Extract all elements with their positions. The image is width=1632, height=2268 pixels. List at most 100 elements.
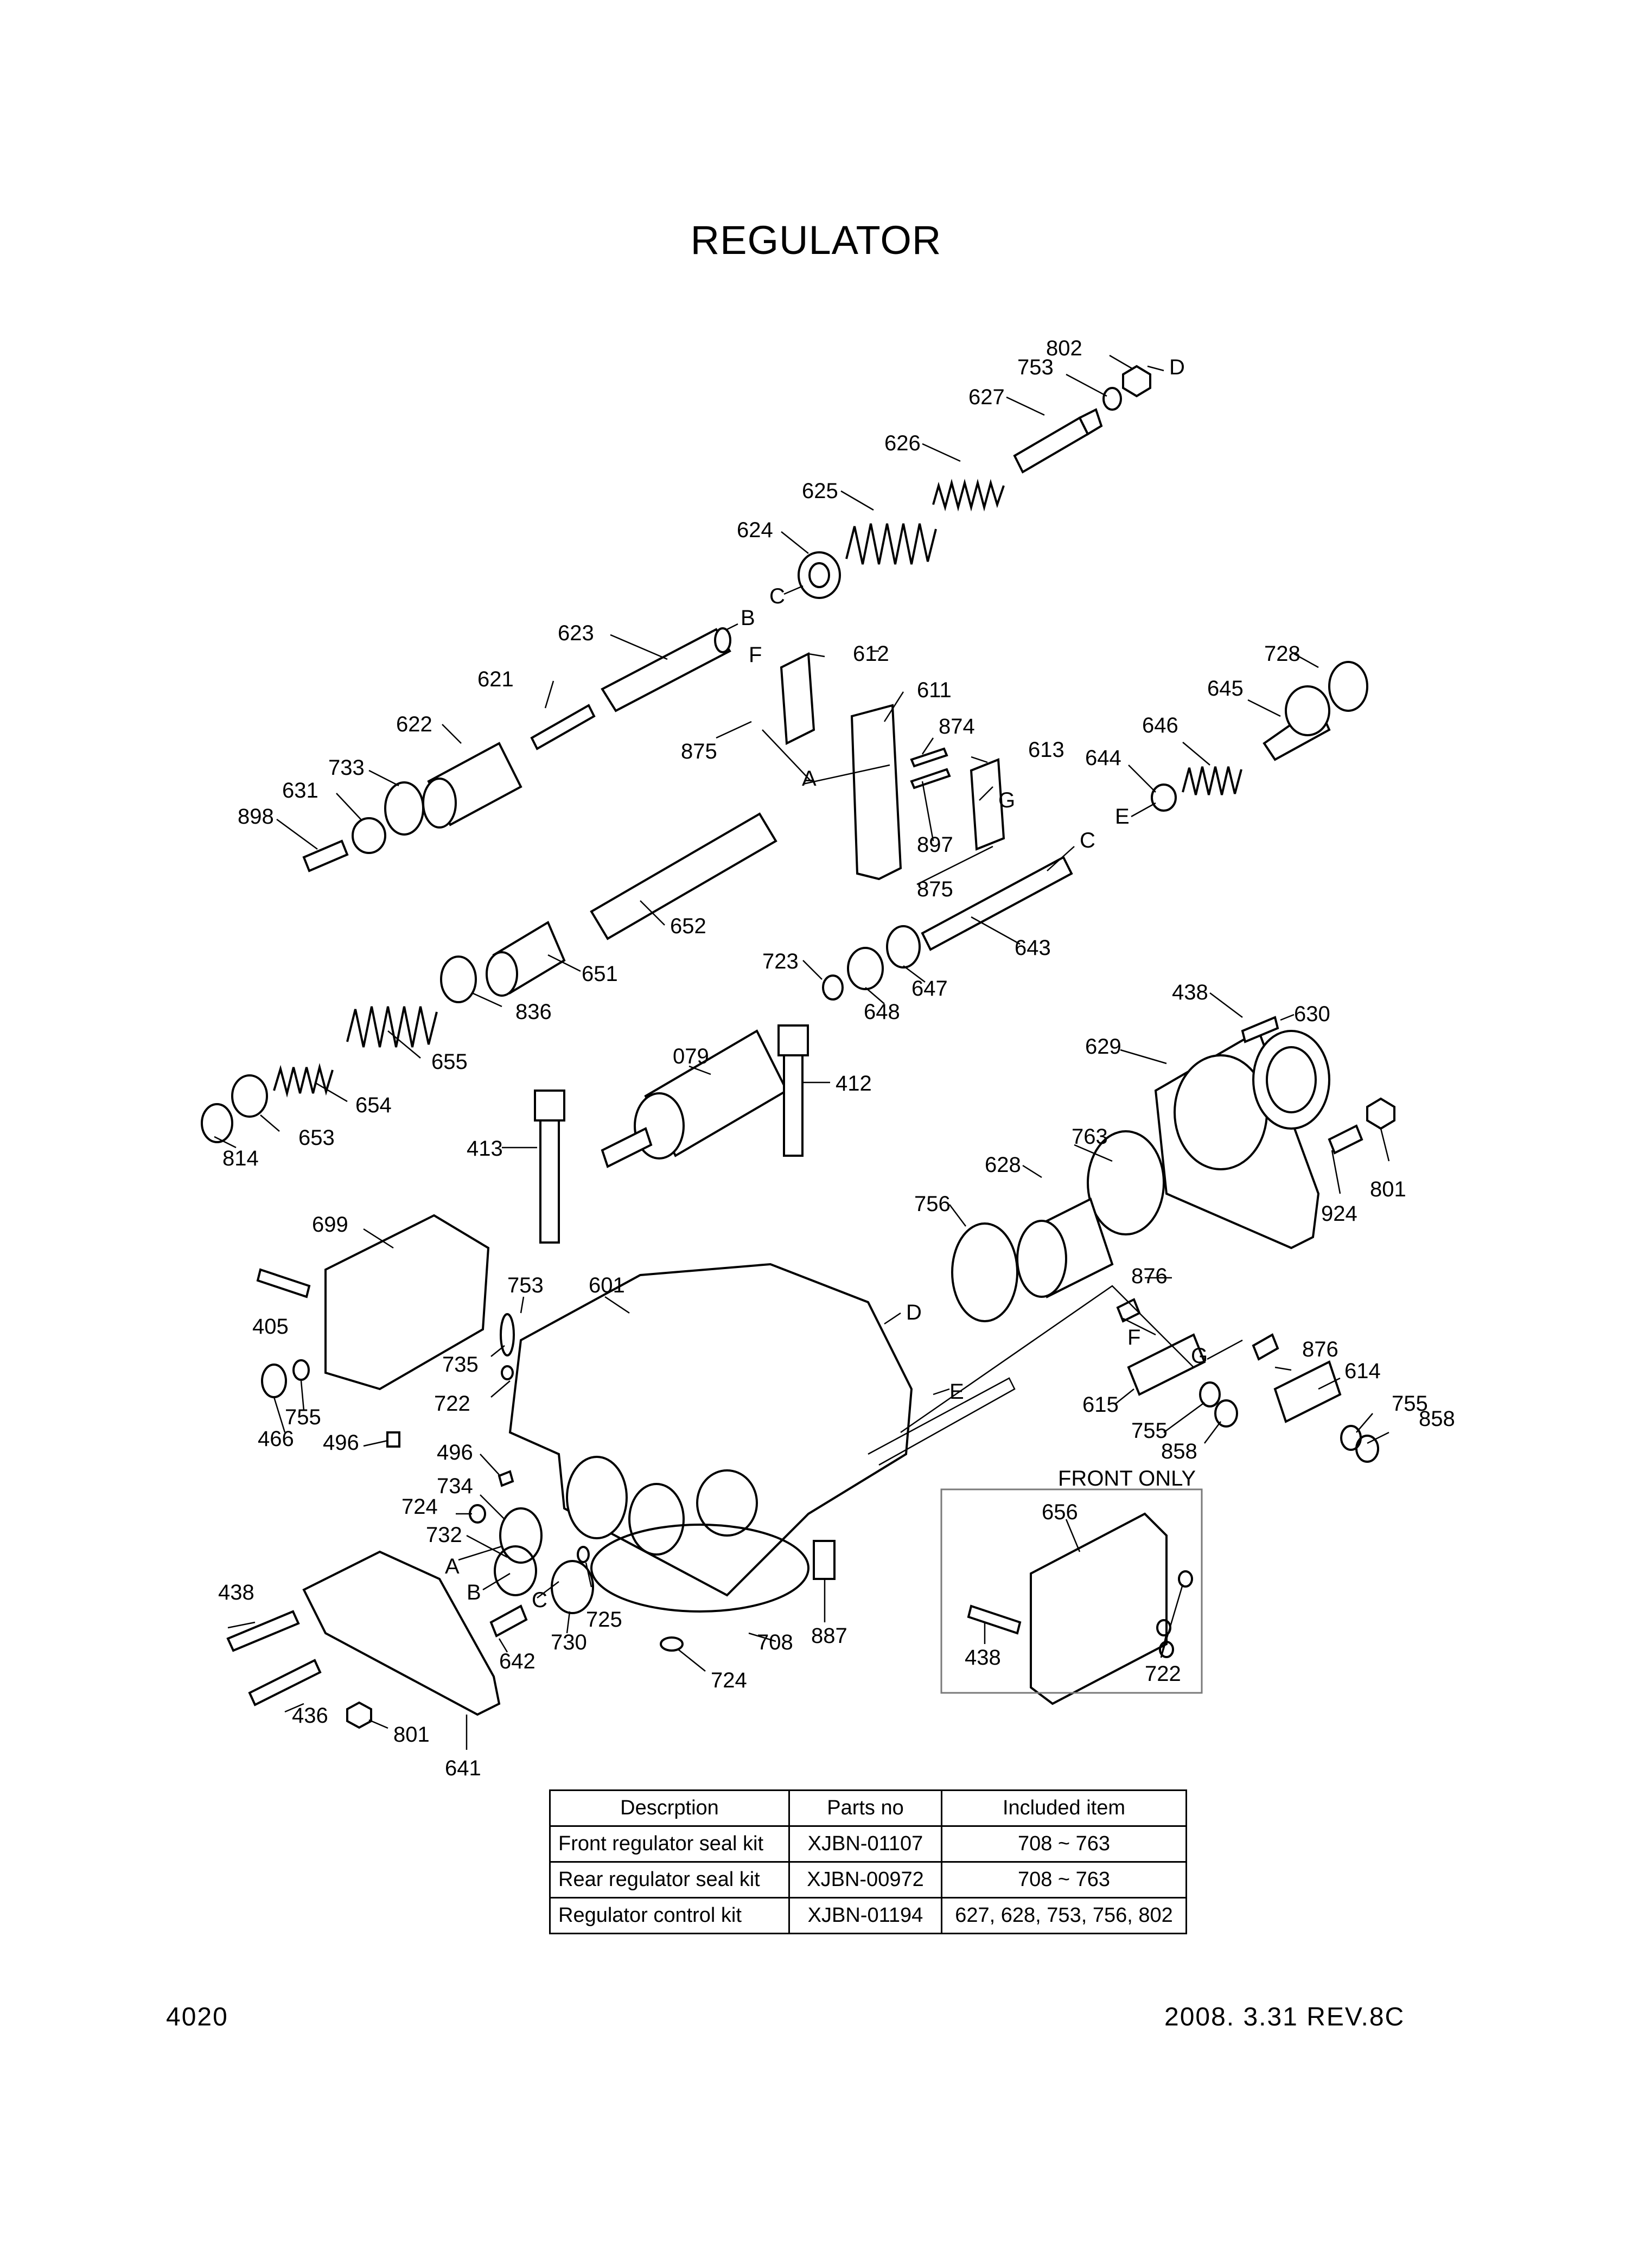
label-898: 898 — [238, 805, 274, 829]
table-cell-description: Front regulator seal kit — [549, 1825, 790, 1863]
label-753: 753 — [507, 1273, 544, 1297]
label-B: B — [467, 1581, 481, 1604]
table-row: Rear regulator seal kit XJBN-00972 708 ~… — [549, 1861, 1187, 1899]
label-E: E — [1115, 805, 1130, 829]
page-number: 4020 — [166, 2003, 228, 2031]
table-cell-parts-no: XJBN-01194 — [788, 1897, 942, 1934]
label-641: 641 — [445, 1756, 481, 1780]
label-763: 763 — [1072, 1125, 1108, 1149]
label-875: 875 — [917, 877, 953, 901]
table-cell-included-item: 708 ~ 763 — [941, 1825, 1187, 1863]
label-079: 079 — [673, 1044, 709, 1068]
label-A: A — [802, 767, 817, 791]
leader-lines — [214, 354, 1390, 1750]
label-723: 723 — [762, 950, 799, 973]
label-858: 858 — [1419, 1407, 1455, 1431]
label-621: 621 — [477, 667, 514, 691]
label-627: 627 — [968, 385, 1005, 409]
label-629: 629 — [1085, 1035, 1121, 1059]
label-887: 887 — [811, 1624, 847, 1648]
label-802: 802 — [1046, 336, 1082, 360]
front-only-frame — [940, 1488, 1203, 1694]
label-897: 897 — [917, 833, 953, 857]
table-row: Front regulator seal kit XJBN-01107 708 … — [549, 1825, 1187, 1863]
label-722: 722 — [434, 1392, 470, 1416]
label-876: 876 — [1131, 1264, 1168, 1288]
label-656: 656 — [1042, 1500, 1078, 1524]
label-613: 613 — [1028, 738, 1064, 762]
table-header-included-item: Included item — [941, 1789, 1187, 1827]
table-cell-included-item: 708 ~ 763 — [941, 1861, 1187, 1899]
label-D: D — [906, 1301, 922, 1324]
label-836: 836 — [515, 1000, 552, 1024]
label-614: 614 — [1344, 1359, 1381, 1383]
label-624: 624 — [737, 518, 773, 542]
label-730: 730 — [551, 1630, 587, 1654]
label-732: 732 — [426, 1523, 462, 1547]
label-755: 755 — [1392, 1392, 1428, 1416]
label-628: 628 — [985, 1153, 1021, 1177]
label-699: 699 — [312, 1213, 348, 1237]
label-A: A — [445, 1555, 460, 1578]
table-cell-parts-no: XJBN-01107 — [788, 1825, 942, 1863]
table-row: Regulator control kit XJBN-01194 627, 62… — [549, 1897, 1187, 1934]
label-722: 722 — [1145, 1662, 1181, 1686]
label-611: 611 — [917, 678, 952, 702]
label-615: 615 — [1082, 1393, 1119, 1417]
label-623: 623 — [558, 621, 594, 645]
label-728: 728 — [1264, 642, 1300, 666]
label-622: 622 — [396, 712, 432, 736]
table-cell-description: Regulator control kit — [549, 1897, 790, 1934]
label-F: F — [1127, 1326, 1140, 1349]
table-cell-description: Rear regulator seal kit — [549, 1861, 790, 1899]
label-438: 438 — [1172, 980, 1208, 1004]
label-651: 651 — [582, 962, 618, 986]
label-874: 874 — [939, 715, 975, 738]
part-drawings — [201, 365, 1395, 1729]
label-858: 858 — [1161, 1439, 1197, 1463]
label-643: 643 — [1015, 936, 1051, 960]
label-438: 438 — [218, 1581, 254, 1604]
label-733: 733 — [328, 756, 365, 780]
label-652: 652 — [670, 914, 706, 938]
label-B: B — [741, 606, 755, 630]
label-626: 626 — [884, 431, 921, 455]
label-647: 647 — [911, 977, 948, 1001]
label-724: 724 — [711, 1668, 747, 1692]
label-646: 646 — [1142, 713, 1178, 737]
label-G: G — [998, 788, 1015, 812]
table-header-description: Descrption — [549, 1789, 790, 1827]
label-645: 645 — [1207, 677, 1244, 700]
label-735: 735 — [442, 1353, 479, 1377]
label-496: 496 — [323, 1431, 359, 1455]
label-654: 654 — [355, 1093, 392, 1117]
label-756: 756 — [914, 1192, 951, 1216]
label-496: 496 — [437, 1441, 473, 1464]
label-405: 405 — [252, 1315, 289, 1339]
table-cell-included-item: 627, 628, 753, 756, 802 — [941, 1897, 1187, 1934]
label-601: 601 — [589, 1273, 625, 1297]
label-648: 648 — [864, 1000, 900, 1024]
seal-kit-table: Descrption Parts no Included item Front … — [549, 1789, 1187, 1934]
label-734: 734 — [437, 1474, 473, 1498]
label-875: 875 — [681, 740, 717, 763]
label-E: E — [949, 1380, 964, 1404]
label-801: 801 — [393, 1723, 430, 1747]
label-708: 708 — [757, 1630, 793, 1654]
label-876: 876 — [1302, 1337, 1338, 1361]
label-924: 924 — [1321, 1202, 1357, 1226]
label-630: 630 — [1294, 1002, 1330, 1026]
table-header-parts-no: Parts no — [788, 1789, 942, 1827]
label-653: 653 — [298, 1126, 335, 1150]
label-C: C — [769, 584, 785, 608]
label-C: C — [1080, 829, 1095, 852]
label-755: 755 — [1131, 1419, 1168, 1443]
label-625: 625 — [802, 479, 838, 503]
label-F: F — [749, 643, 762, 667]
part-labels: 802 D 753 627 626 625 624 C 623 B 621 F … — [218, 336, 1455, 1780]
label-724: 724 — [401, 1495, 438, 1519]
table-cell-parts-no: XJBN-00972 — [788, 1861, 942, 1899]
label-412: 412 — [836, 1072, 872, 1095]
label-755: 755 — [285, 1405, 321, 1429]
label-725: 725 — [586, 1608, 622, 1632]
